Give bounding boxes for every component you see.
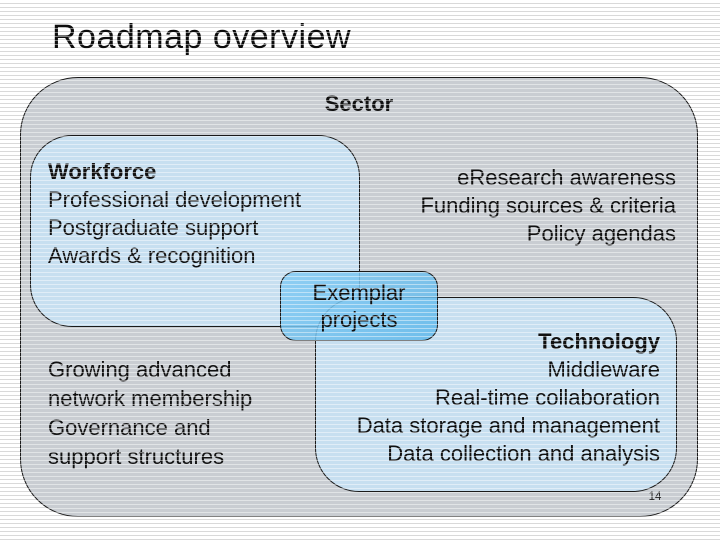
exemplar-projects-box: Exemplar projects (280, 271, 438, 341)
technology-item: Real-time collaboration (435, 385, 660, 410)
technology-heading: Technology (538, 329, 660, 354)
exemplar-line: projects (320, 307, 398, 332)
network-item: Governance and (48, 415, 211, 440)
technology-item: Data collection and analysis (387, 441, 660, 466)
technology-item: Data storage and management (356, 413, 660, 438)
eresearch-item: Funding sources & criteria (420, 193, 676, 218)
network-item: network membership (48, 386, 253, 411)
sector-label: Sector (324, 91, 394, 116)
workforce-text: Workforce Professional development Postg… (48, 158, 301, 270)
page-number: 14 (648, 491, 662, 503)
workforce-item: Professional development (48, 187, 302, 212)
technology-item: Middleware (547, 357, 661, 382)
network-item: support structures (48, 444, 225, 469)
network-item: Growing advanced (48, 357, 232, 382)
eresearch-text: eResearch awareness Funding sources & cr… (356, 164, 676, 248)
workforce-item: Postgraduate support (48, 215, 259, 240)
slide-title: Roadmap overview (52, 18, 352, 56)
technology-text: Technology Middleware Real-time collabor… (340, 328, 660, 468)
network-text: Growing advanced network membership Gove… (48, 355, 252, 471)
workforce-heading: Workforce (48, 159, 157, 184)
workforce-item: Awards & recognition (48, 243, 256, 268)
eresearch-item: eResearch awareness (457, 165, 676, 190)
exemplar-line: Exemplar (312, 280, 406, 305)
eresearch-item: Policy agendas (526, 221, 676, 246)
